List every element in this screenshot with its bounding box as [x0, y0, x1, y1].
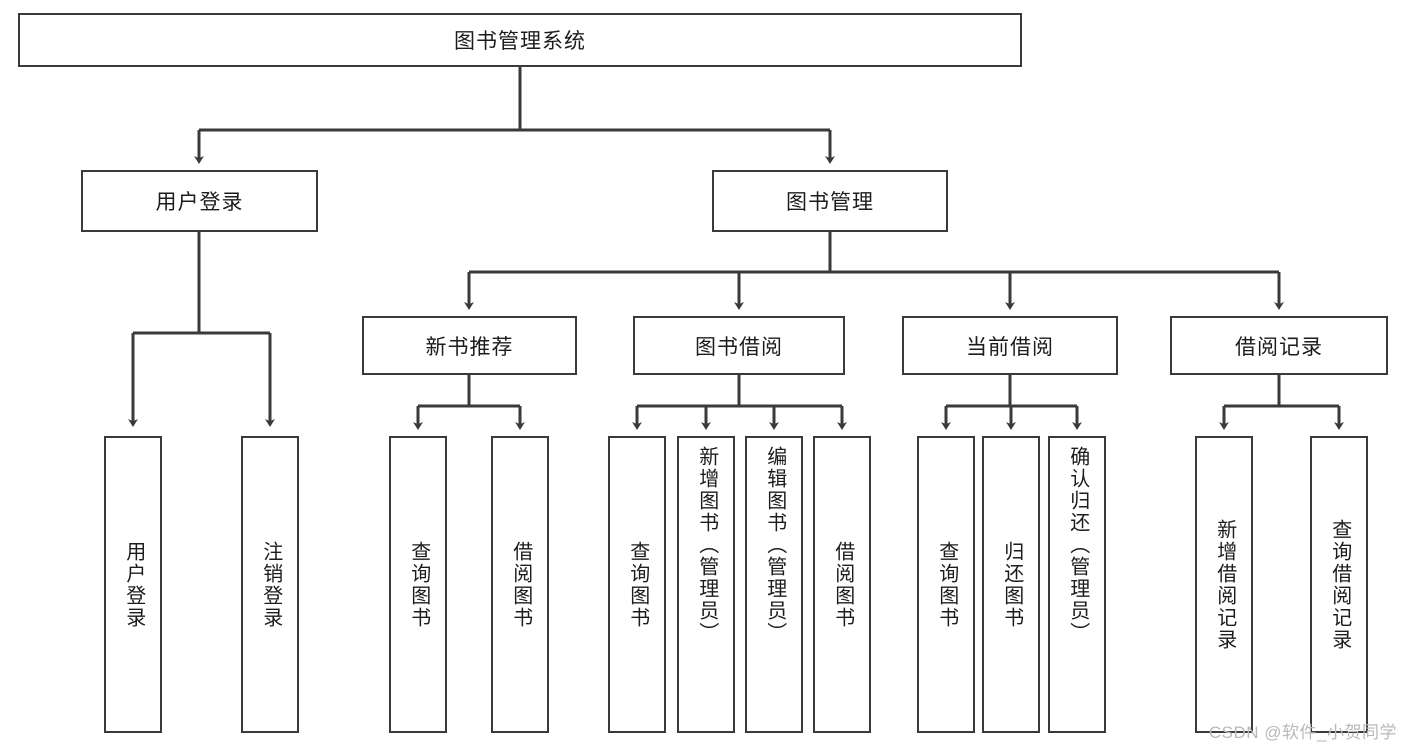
leaf-confirm-return[interactable]: 确认归还（管理员）: [1048, 436, 1106, 733]
leaf-logout-login-label: 注销登录: [259, 540, 282, 629]
leaf-borrow-book-1-label: 借阅图书: [509, 540, 532, 629]
leaf-confirm-return-label: 确认归还（管理员）: [1066, 446, 1089, 644]
node-current-borrow-label: 当前借阅: [966, 335, 1054, 359]
node-book-management[interactable]: 图书管理: [712, 170, 948, 232]
leaf-return-book-label: 归还图书: [1000, 540, 1023, 629]
node-root-label: 图书管理系统: [454, 30, 586, 53]
node-book-borrow[interactable]: 图书借阅: [633, 316, 845, 375]
leaf-query-book-3-label: 查询图书: [935, 540, 958, 629]
node-borrow-record-label: 借阅记录: [1235, 335, 1323, 359]
node-new-book-recommend-label: 新书推荐: [425, 335, 514, 359]
node-root[interactable]: 图书管理系统: [18, 13, 1022, 67]
leaf-add-record[interactable]: 新增借阅记录: [1195, 436, 1253, 733]
leaf-query-book-3[interactable]: 查询图书: [917, 436, 975, 733]
leaf-borrow-book-1[interactable]: 借阅图书: [491, 436, 549, 733]
watermark: CSDN @软件_小贺同学: [1208, 723, 1397, 742]
leaf-query-book-1[interactable]: 查询图书: [389, 436, 447, 733]
leaf-user-login-label: 用户登录: [122, 540, 145, 629]
node-user-login-label: 用户登录: [155, 191, 244, 214]
node-new-book-recommend[interactable]: 新书推荐: [362, 316, 577, 375]
node-book-borrow-label: 图书借阅: [695, 335, 783, 359]
leaf-edit-book[interactable]: 编辑图书（管理员）: [745, 436, 803, 733]
node-borrow-record[interactable]: 借阅记录: [1170, 316, 1388, 375]
leaf-return-book[interactable]: 归还图书: [982, 436, 1040, 733]
leaf-edit-book-label: 编辑图书（管理员）: [763, 446, 786, 644]
leaf-logout-login[interactable]: 注销登录: [241, 436, 299, 733]
leaf-query-book-1-label: 查询图书: [407, 540, 430, 629]
node-book-management-label: 图书管理: [786, 191, 874, 214]
leaf-borrow-book-2[interactable]: 借阅图书: [813, 436, 871, 733]
leaf-user-login[interactable]: 用户登录: [104, 436, 162, 733]
leaf-add-book[interactable]: 新增图书（管理员）: [677, 436, 735, 733]
leaf-query-record[interactable]: 查询借阅记录: [1310, 436, 1368, 733]
leaf-add-book-label: 新增图书（管理员）: [695, 446, 718, 644]
leaf-query-record-label: 查询借阅记录: [1328, 518, 1351, 651]
node-user-login[interactable]: 用户登录: [81, 170, 318, 232]
leaf-query-book-2[interactable]: 查询图书: [608, 436, 666, 733]
node-current-borrow[interactable]: 当前借阅: [902, 316, 1118, 375]
leaf-borrow-book-2-label: 借阅图书: [831, 540, 854, 629]
leaf-query-book-2-label: 查询图书: [626, 540, 649, 629]
leaf-add-record-label: 新增借阅记录: [1213, 518, 1236, 651]
